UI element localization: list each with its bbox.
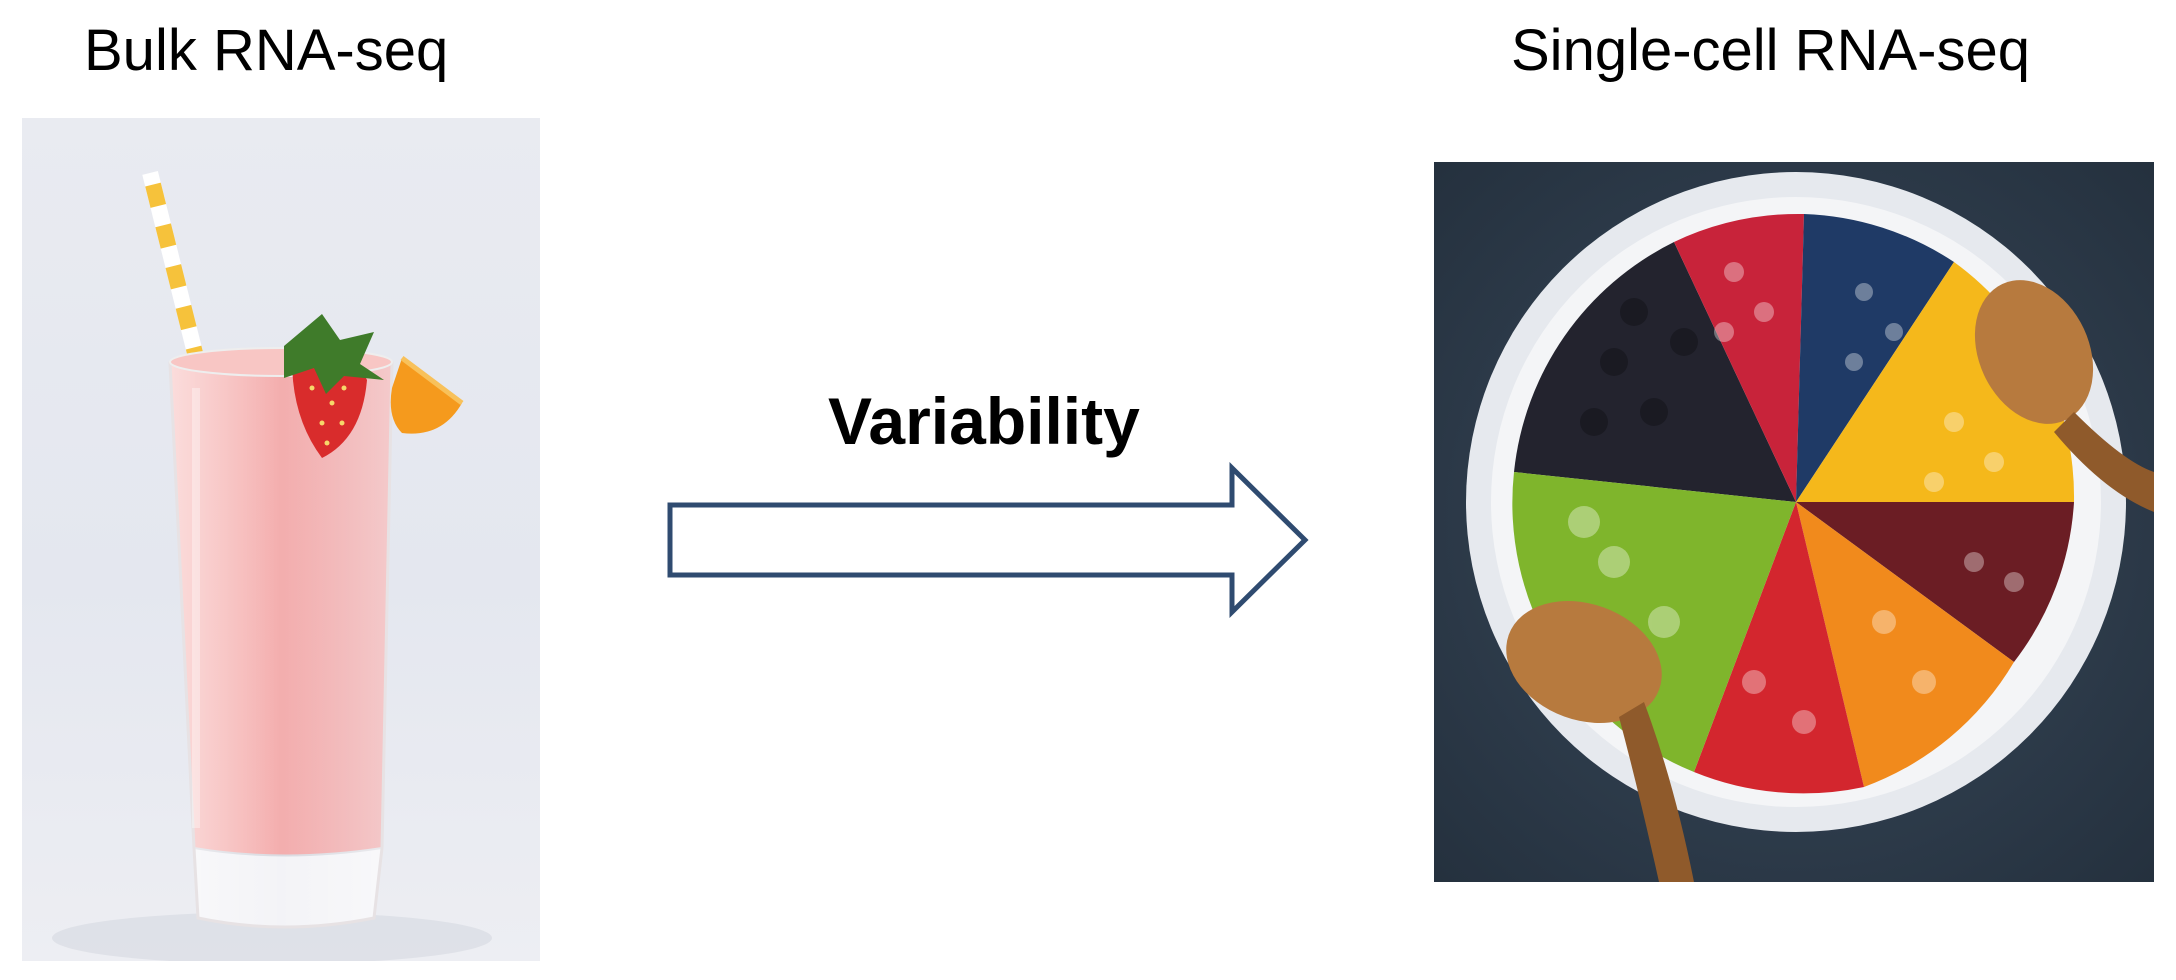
single-cell-rnaseq-title: Single-cell RNA-seq — [1511, 18, 2030, 83]
bulk-rnaseq-title: Bulk RNA-seq — [84, 18, 449, 83]
blueberries — [1796, 214, 1954, 502]
wooden-spoon-icon — [1506, 601, 1694, 882]
fruit-bowl-image — [1434, 162, 2154, 882]
variability-label: Variability — [828, 384, 1140, 458]
right-arrow-icon — [660, 460, 1312, 620]
oranges — [1796, 502, 2014, 787]
strawberry-icon — [284, 314, 384, 458]
smoothie-glass-image — [22, 118, 540, 961]
wooden-spoon-icon — [1974, 280, 2154, 512]
raspberries — [1674, 213, 1804, 502]
grapes — [1796, 502, 2074, 662]
strawberries — [1694, 502, 1864, 794]
blackberries — [1514, 242, 1796, 502]
kiwi — [1512, 472, 1796, 772]
